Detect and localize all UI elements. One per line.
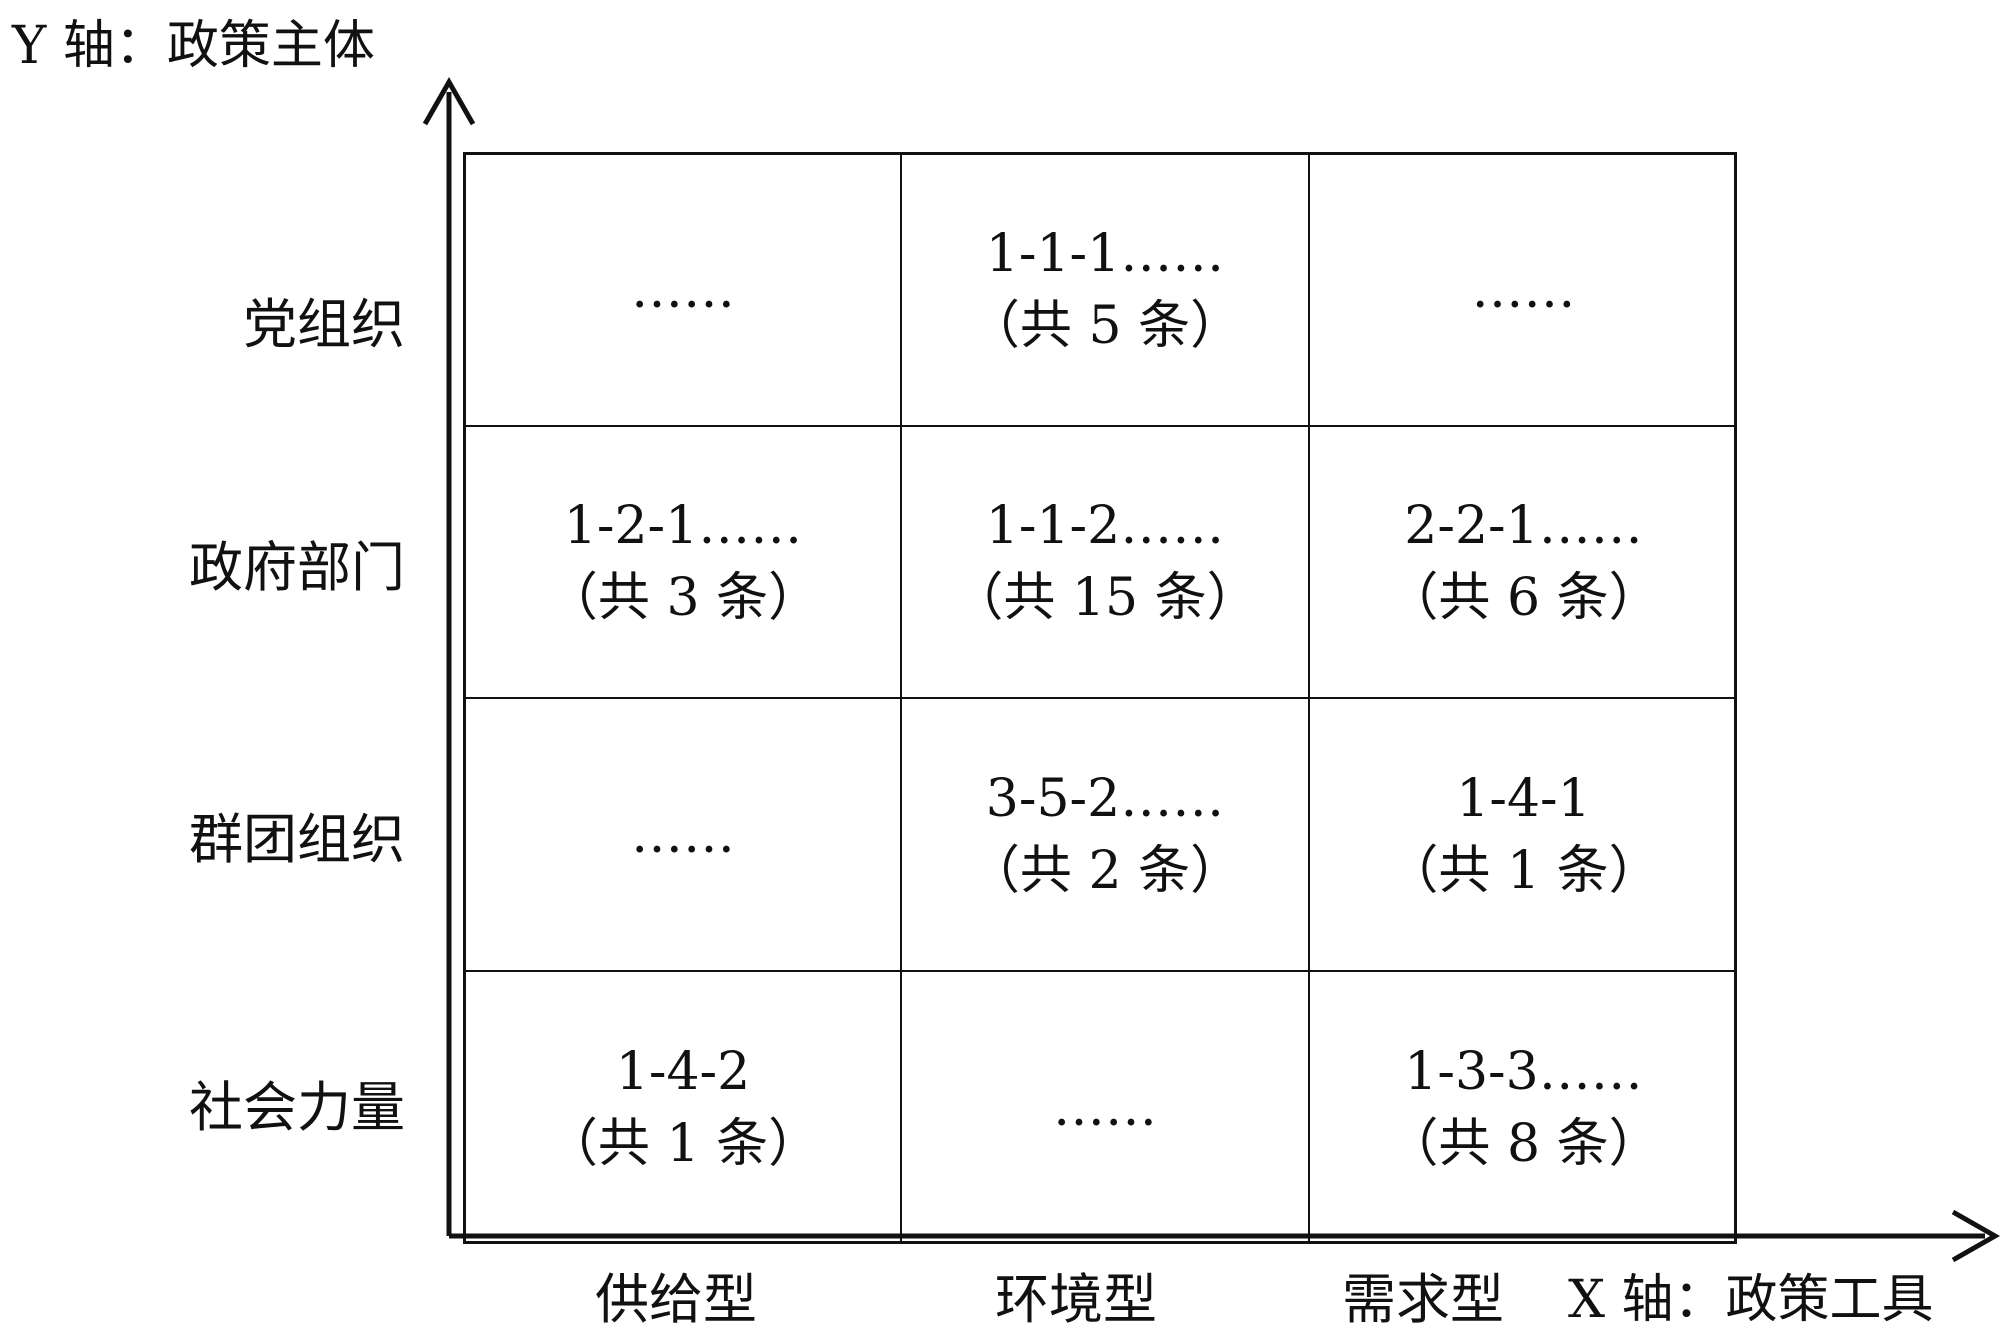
cell-count: （共 6 条） <box>1386 568 1661 628</box>
cell-mass-org-supply: …… <box>466 699 902 972</box>
cell-code: 1-1-1…… <box>985 224 1225 284</box>
row-label-mass-org: 群团组织 <box>189 808 405 871</box>
cell-government-supply: 1-2-1…… （共 3 条） <box>466 427 902 699</box>
cell-code: …… <box>631 804 735 865</box>
x-axis-title: X 轴：政策工具 <box>1568 1270 1934 1330</box>
cell-count: （共 2 条） <box>967 840 1243 901</box>
cell-code: 1-3-3…… <box>1404 1042 1643 1102</box>
cell-code: 1-4-1 <box>1456 768 1591 829</box>
cell-code: 1-1-2…… <box>985 496 1225 556</box>
cell-party-environment: 1-1-1…… （共 5 条） <box>902 155 1310 427</box>
cell-social-demand: 1-3-3…… （共 8 条） <box>1310 972 1737 1244</box>
cell-count: （共 1 条） <box>545 1114 821 1174</box>
x-axis-arrowhead <box>1951 1209 2000 1263</box>
cell-code: 3-5-2…… <box>985 768 1225 829</box>
row-label-social: 社会力量 <box>189 1076 405 1139</box>
cell-count: （共 5 条） <box>967 296 1243 356</box>
y-axis-title: Y 轴：政策主体 <box>12 16 375 76</box>
cell-government-demand: 2-2-1…… （共 6 条） <box>1310 427 1737 699</box>
cell-party-demand: …… <box>1310 155 1737 427</box>
cell-code: …… <box>1053 1078 1157 1138</box>
cell-count: （共 1 条） <box>1386 840 1661 901</box>
row-label-party: 党组织 <box>243 293 405 356</box>
col-label-environment: 环境型 <box>995 1268 1157 1331</box>
cell-code: 1-2-1…… <box>563 496 803 556</box>
y-axis-arrowhead <box>422 76 476 126</box>
cell-social-environment: …… <box>902 972 1310 1244</box>
col-label-supply: 供给型 <box>595 1268 757 1331</box>
cell-party-supply: …… <box>466 155 902 427</box>
cell-code: …… <box>1471 260 1576 320</box>
col-label-demand: 需求型 <box>1342 1268 1504 1331</box>
cell-count: （共 8 条） <box>1386 1114 1661 1174</box>
cell-code: …… <box>631 260 735 320</box>
cell-count: （共 15 条） <box>951 568 1259 628</box>
cell-mass-org-demand: 1-4-1 （共 1 条） <box>1310 699 1737 972</box>
cell-code: 2-2-1…… <box>1404 496 1643 556</box>
cell-government-environment: 1-1-2…… （共 15 条） <box>902 427 1310 699</box>
cell-count: （共 3 条） <box>545 568 821 628</box>
cell-code: 1-4-2 <box>615 1042 751 1102</box>
row-label-government: 政府部门 <box>189 536 405 599</box>
cell-social-supply: 1-4-2 （共 1 条） <box>466 972 902 1244</box>
matrix-grid: …… 1-1-1…… （共 5 条） …… 1-2-1…… （共 3 条） 1-… <box>463 152 1737 1244</box>
cell-mass-org-environment: 3-5-2…… （共 2 条） <box>902 699 1310 972</box>
